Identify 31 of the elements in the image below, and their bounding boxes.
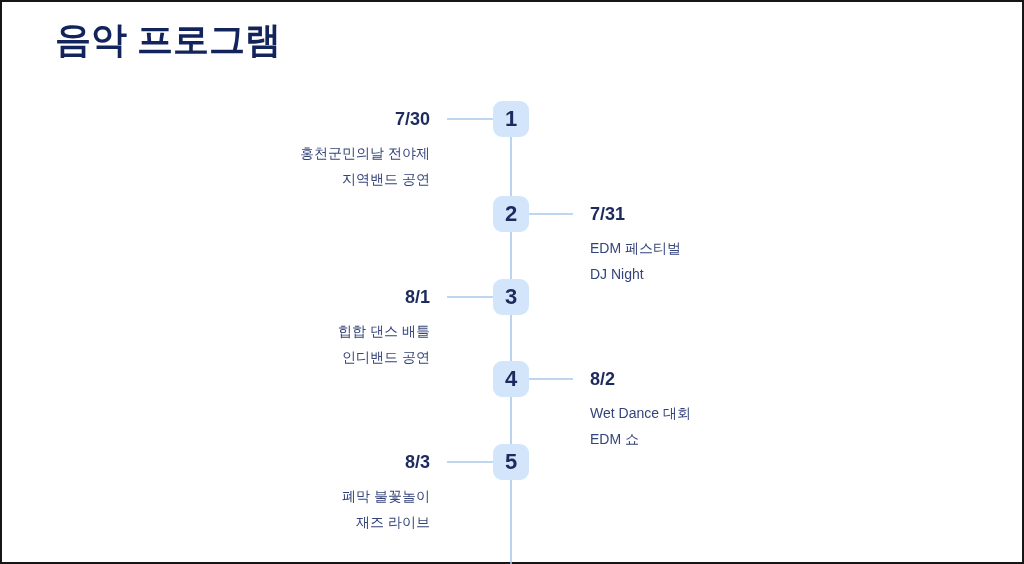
timeline-line: [510, 479, 512, 564]
step-box: 5: [493, 444, 529, 480]
event-text: EDM 페스티벌: [590, 239, 681, 258]
step-box: 2: [493, 196, 529, 232]
leader-line: [446, 461, 494, 463]
event-text: 폐막 불꽃놀이: [342, 487, 430, 506]
title: 음악 프로그램: [55, 18, 281, 62]
event-text: 홍천군민의날 전야제: [300, 144, 430, 163]
date-label: 7/31: [590, 203, 626, 226]
leader-line: [446, 118, 494, 120]
date-label: 7/30: [394, 108, 430, 131]
event-text: EDM 쇼: [590, 430, 639, 449]
leader-line: [446, 296, 494, 298]
event-text: 지역밴드 공연: [342, 170, 430, 189]
timeline-line: [510, 231, 512, 280]
event-text: 힙합 댄스 배틀: [338, 322, 430, 341]
event-text: Wet Dance 대회: [590, 404, 691, 423]
event-text: 인디밴드 공연: [342, 348, 430, 367]
date-label: 8/3: [404, 451, 430, 474]
event-text: 재즈 라이브: [356, 513, 430, 532]
step-box: 1: [493, 101, 529, 137]
step-box: 3: [493, 279, 529, 315]
date-label: 8/1: [404, 286, 430, 309]
leader-line: [528, 378, 574, 380]
timeline-line: [510, 396, 512, 445]
leader-line: [528, 213, 574, 215]
date-label: 8/2: [590, 368, 616, 391]
timeline-line: [510, 314, 512, 362]
timeline-line: [510, 136, 512, 197]
event-text: DJ Night: [590, 265, 644, 284]
step-box: 4: [493, 361, 529, 397]
